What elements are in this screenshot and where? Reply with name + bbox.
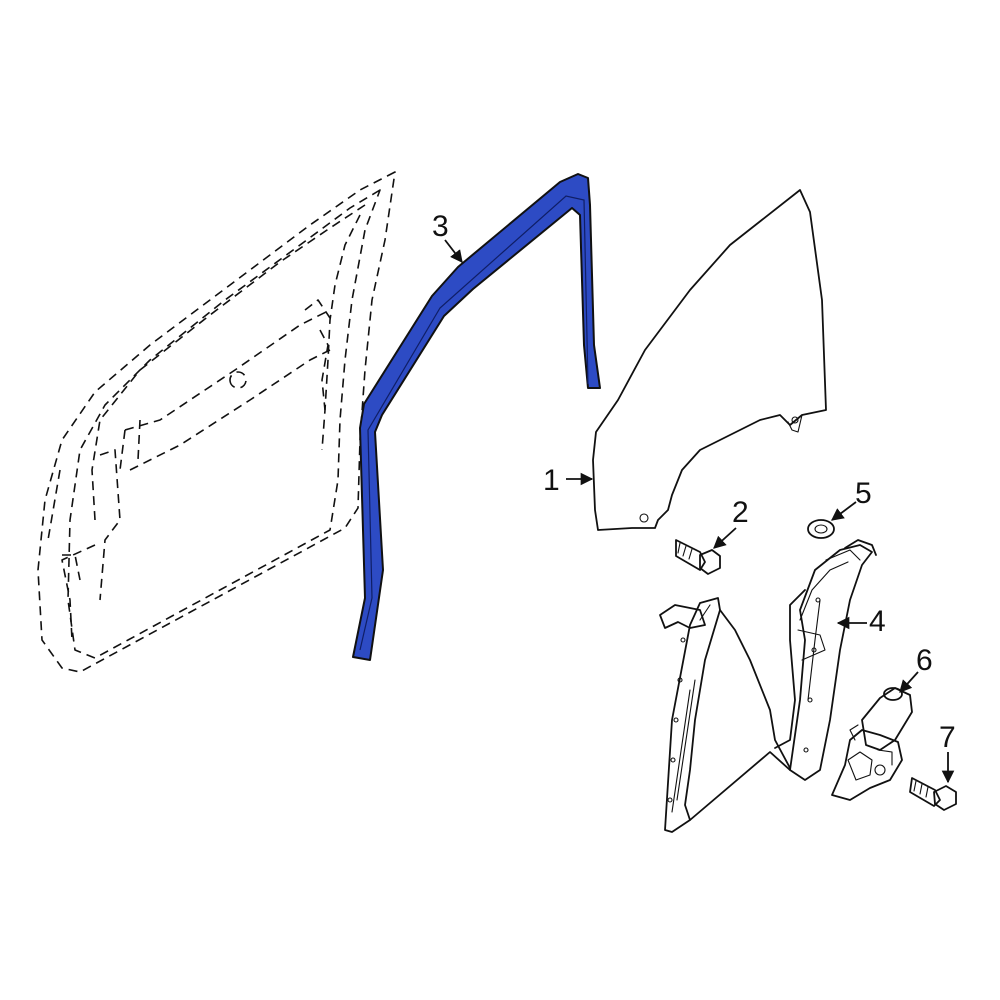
window-run-channel [352,173,601,661]
callout-7: 7 [939,721,956,754]
callout-5: 5 [855,477,872,510]
window-regulator [659,539,877,833]
grommet-part-5 [807,519,835,539]
leader-lines [444,239,955,784]
callout-4: 4 [869,605,886,638]
door-glass [592,189,827,531]
bolt-part-2 [675,539,721,575]
door-shell-outline [37,171,396,673]
callout-6: 6 [916,644,933,677]
callout-1: 1 [543,464,560,497]
regulator-motor [831,687,913,801]
bolt-part-7 [909,777,957,811]
callout-2: 2 [732,496,749,529]
callout-3: 3 [432,210,449,243]
